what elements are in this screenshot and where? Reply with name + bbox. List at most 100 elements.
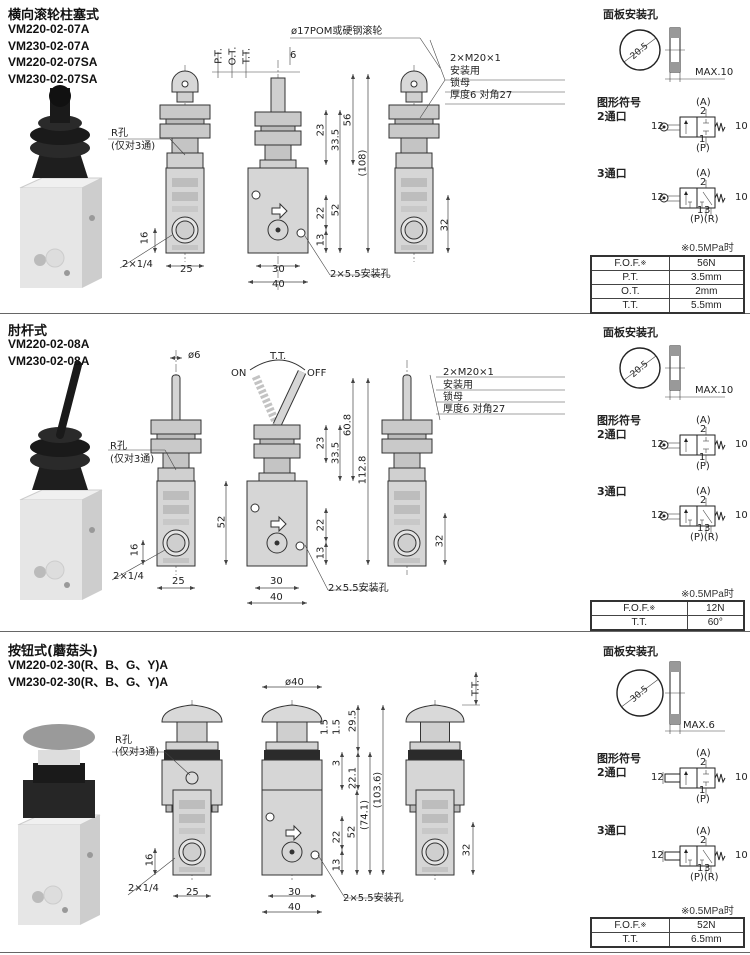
three-port-symbol — [659, 498, 726, 534]
dimension-tt: T.T. — [470, 679, 482, 697]
pressure-note: ※0.5MPa时 — [681, 243, 734, 254]
dimension-r-hole: R孔 — [115, 735, 132, 746]
symbol-port-label: (A) — [696, 415, 711, 426]
symbol-port-label: 10 — [735, 121, 748, 132]
symbol-port-label: 2 — [700, 106, 707, 117]
dimension-tt: T.T. — [270, 351, 287, 362]
pressure-note: ※0.5MPa时 — [681, 589, 734, 600]
section-divider — [0, 952, 750, 953]
dimension-d13: 13 — [331, 858, 343, 872]
panel-hole-title: 面板安装孔 — [603, 8, 658, 21]
dimension-r-hole: R孔 — [110, 441, 127, 452]
dimension-r-hole: R孔 — [111, 128, 128, 139]
symbol-port-label: (A) — [696, 826, 711, 837]
dimension-line — [338, 110, 342, 253]
lock-nut-stack — [159, 104, 211, 170]
dimension-d25: 25 — [172, 576, 185, 587]
spec-value: 60° — [686, 615, 745, 631]
dimension-line — [262, 685, 322, 689]
symbol-port-label: (A) — [696, 486, 711, 497]
dimension-d22: 22 — [331, 830, 343, 844]
dimension-d40: 40 — [272, 279, 285, 290]
symbol-port-label: 10 — [735, 772, 748, 783]
model-number: VM230-02-07A — [8, 38, 90, 53]
valve-side-view-body — [415, 789, 455, 876]
dimension-d16: 16 — [129, 543, 141, 557]
model-list-roller: VM220-02-07A VM230-02-07A VM220-02-07SA … — [8, 21, 97, 87]
symbol-port-label: 1 — [699, 134, 706, 145]
dimension-d103-6: (103.6) — [372, 771, 384, 809]
dimension-tt: T.T. — [241, 47, 253, 65]
dimension-d29-5: 29.5 — [347, 709, 359, 733]
model-number: VM230-02-30(R、B、G、Y)A — [8, 674, 169, 689]
spec-name: O.T. — [590, 284, 670, 299]
product-photo — [19, 85, 103, 288]
symbol-port-label: 12 — [651, 850, 664, 861]
spec-table-mushroom: F.O.F.※52N T.T.6.5mm — [590, 917, 745, 948]
dimension-line — [368, 752, 372, 875]
spec-value: 12N — [686, 600, 745, 616]
symbol-port-label: 10 — [735, 510, 748, 521]
table-row: T.T.6.5mm — [590, 932, 745, 948]
dimension-d40: 40 — [288, 902, 301, 913]
symbol-port-label: 10 — [735, 850, 748, 861]
dimension-r-note: (仅对3通) — [111, 141, 156, 152]
dimension-d40-top: ø40 — [285, 677, 304, 688]
dimension-line — [157, 586, 195, 590]
lock-nut-stack — [254, 111, 302, 177]
spec-value: 5.5mm — [668, 298, 745, 314]
symbol-port-label: 3 — [704, 523, 711, 534]
model-number: VM230-02-08A — [8, 353, 90, 368]
dimension-line — [324, 542, 328, 565]
symbol-port-label: (P) — [696, 794, 710, 805]
dimension-line — [474, 672, 478, 705]
dimension-d112-8: 112.8 — [357, 455, 369, 485]
section-divider — [0, 313, 750, 314]
dimension-d33-5: 33.5 — [330, 128, 342, 152]
symbol-port-label: 12 — [651, 772, 664, 783]
dimension-mount-hole: 2×5.5安装孔 — [328, 583, 389, 594]
dimension-d52: 52 — [346, 825, 358, 839]
two-port-symbol — [659, 427, 726, 463]
valve-side-view-body — [172, 789, 212, 876]
dimension-d56: 56 — [342, 113, 354, 127]
symbol-port-label: 10 — [735, 192, 748, 203]
two-port-label: 2通口 — [597, 766, 627, 779]
dimension-d6: ø6 — [188, 350, 201, 361]
section-title-toggle: 肘杆式 — [8, 324, 48, 339]
symbol-port-label: 1 — [697, 523, 704, 534]
dimension-r-note: (仅对3通) — [115, 747, 160, 758]
valve-front-view-body — [247, 167, 309, 254]
panel-hole-diagram — [619, 27, 725, 82]
dimension-d74-1: (74.1) — [359, 799, 371, 831]
dimension-nut-size: 厚度6 对角27 — [443, 404, 506, 415]
panel-hole-diagram — [619, 345, 725, 400]
spec-name: P.T. — [590, 270, 670, 285]
symbol-port-label: 2 — [700, 424, 707, 435]
panel-hole-title: 面板安装孔 — [603, 326, 658, 339]
dimension-d23: 23 — [315, 123, 327, 137]
panel-hole-title: 面板安装孔 — [603, 645, 658, 658]
valve-front-view-body — [261, 789, 323, 876]
dimension-d25: 25 — [180, 264, 193, 275]
three-port-label: 3通口 — [597, 485, 627, 498]
dimension-d30: 30 — [288, 887, 301, 898]
dimension-port: 2×1/4 — [128, 883, 159, 894]
lock-nut-stack — [388, 104, 440, 170]
dimension-line — [340, 752, 344, 790]
symbol-port-label: 2 — [700, 495, 707, 506]
valve-front-view-body — [246, 480, 308, 567]
dimension-line — [262, 910, 322, 914]
panel-max-thickness: MAX.10 — [695, 67, 734, 78]
two-port-label: 2通口 — [597, 428, 627, 441]
dimension-line — [141, 540, 145, 565]
table-row: F.O.F.※56N — [590, 255, 745, 271]
spec-name: F.O.F.※ — [590, 600, 688, 616]
panel-hole-diagram — [616, 661, 725, 734]
dimension-line — [356, 705, 360, 752]
dimension-port: 2×1/4 — [113, 571, 144, 582]
dimension-d13: 13 — [315, 546, 327, 560]
dimension-nut-use: 安装用 — [450, 66, 480, 77]
dimension-d3: 3 — [331, 759, 343, 767]
two-port-label: 2通口 — [597, 110, 627, 123]
